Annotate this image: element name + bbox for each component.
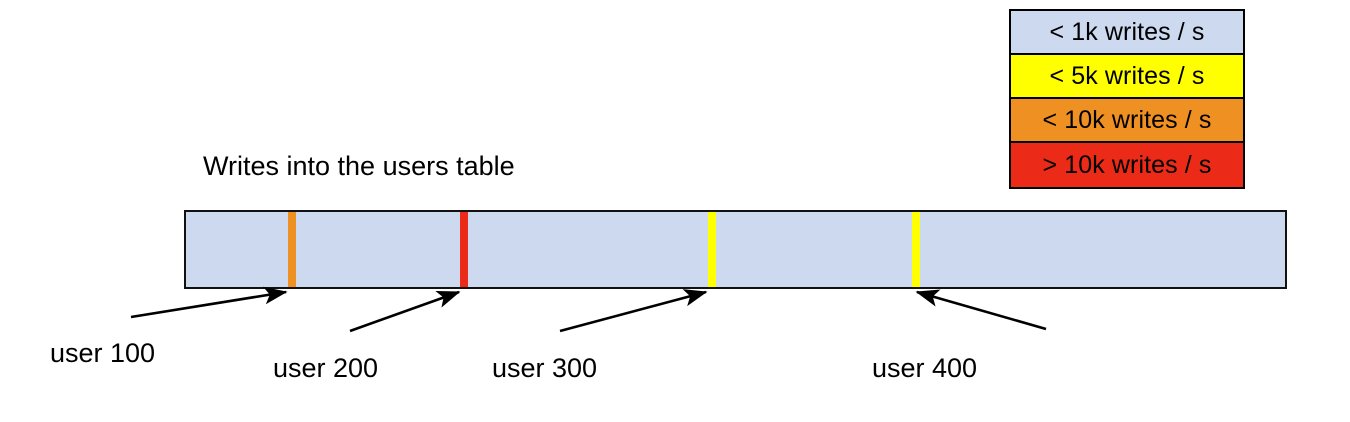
legend-item-label: > 10k writes / s [1042,150,1212,179]
users-table-bar [184,210,1287,289]
legend-item-gt-10k: > 10k writes / s [1011,143,1243,187]
legend-item-label: < 5k writes / s [1049,61,1205,90]
pointer-label-user-100: user 100 [50,338,156,368]
legend-item-lt-5k: < 5k writes / s [1011,55,1243,99]
legend-item-lt-10k: < 10k writes / s [1011,99,1243,143]
legend-item-label: < 10k writes / s [1042,105,1212,134]
bar-stripe-user-200 [460,212,468,287]
chart-title: Writes into the users table [203,151,515,181]
pointer-label-user-200: user 200 [273,353,379,383]
legend-item-label: < 1k writes / s [1049,17,1205,46]
bar-stripe-user-400 [912,212,920,287]
arrow-user-400 [915,289,1047,331]
pointer-label-user-400: user 400 [872,353,978,383]
legend: < 1k writes / s < 5k writes / s < 10k wr… [1009,9,1245,189]
bar-stripe-user-100 [288,212,296,287]
legend-item-lt-1k: < 1k writes / s [1011,11,1243,55]
arrow-user-200 [349,290,461,333]
bar-stripe-user-300 [708,212,716,287]
pointer-label-user-300: user 300 [492,353,598,383]
arrow-user-100 [130,286,288,319]
arrow-user-300 [559,289,708,333]
